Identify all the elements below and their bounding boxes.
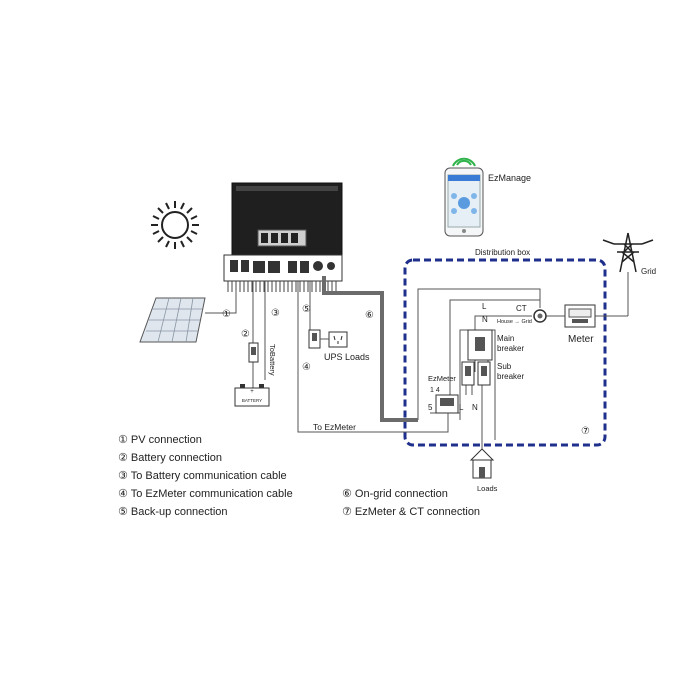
n-label-bottom: N	[472, 403, 478, 412]
house-loads-icon	[469, 448, 495, 479]
ezmeter-comm-cable	[297, 281, 449, 433]
grid-label: Grid	[641, 267, 656, 276]
pv-panel-icon	[139, 297, 206, 343]
battery-label: BATTERY	[242, 398, 262, 403]
marker-5: ⑤	[302, 304, 311, 315]
inverter	[223, 182, 343, 292]
ezmanage-phone-icon	[444, 157, 484, 237]
to-battery-label: ToBattery	[268, 344, 277, 376]
house-to-grid-label: House → Grid	[497, 319, 532, 325]
sub-breaker-label-line2: breaker	[497, 372, 524, 381]
meter	[564, 304, 596, 328]
legend-item-ezmeter-comm: ④ To EzMeter communication cable	[118, 488, 293, 500]
sub-breaker	[477, 361, 491, 386]
ezmeter-label: EzMeter	[428, 374, 456, 383]
marker-1: ①	[222, 309, 231, 320]
to-ezmeter-label: To EzMeter	[313, 422, 356, 432]
pv-cable	[205, 290, 237, 314]
sub-breaker-label-line1: Sub	[497, 362, 512, 371]
ezmeter-breaker	[461, 361, 475, 386]
ups-loads-label: UPS Loads	[324, 352, 370, 362]
legend-item-battery: ② Battery connection	[118, 452, 223, 464]
app-name-label: EzManage	[488, 173, 531, 183]
legend-left: ① PV connection ② Battery connection ③ T…	[118, 431, 293, 521]
main-breaker-label-line1: Main	[497, 334, 514, 343]
l-label-bottom: L	[459, 403, 464, 412]
grid-tower-icon	[602, 232, 654, 273]
legend-item-pv: ① PV connection	[118, 434, 202, 446]
legend-item-backup: ⑤ Back-up connection	[118, 506, 228, 518]
marker-6: ⑥	[365, 310, 374, 321]
ups-outlet-icon	[328, 331, 348, 348]
marker-2: ②	[241, 329, 250, 340]
loads-label: Loads	[477, 484, 498, 493]
battery-breaker	[248, 342, 259, 363]
distribution-box-border	[403, 258, 607, 447]
legend-item-battery-comm: ③ To Battery communication cable	[118, 470, 287, 482]
ezmeter-device	[435, 394, 459, 414]
meter-label: Meter	[568, 334, 594, 345]
sun-icon	[151, 201, 199, 249]
ups-breaker	[308, 329, 321, 349]
battery-plus-label: +	[250, 389, 254, 395]
main-breaker-label-line2: breaker	[497, 344, 524, 353]
marker-4: ④	[302, 362, 311, 373]
distribution-box-label: Distribution box	[475, 248, 530, 257]
legend-item-ezmeter-ct: ⑦ EzMeter & CT connection	[342, 506, 481, 518]
terminal-5-label: 5	[428, 403, 433, 412]
ct-label: CT	[516, 304, 527, 313]
marker-7: ⑦	[581, 426, 590, 437]
legend-item-on-grid: ⑥ On-grid connection	[342, 488, 448, 500]
battery-icon	[234, 384, 270, 407]
marker-3: ③	[271, 308, 280, 319]
on-grid-cable	[322, 276, 418, 422]
internal-wiring	[417, 272, 629, 470]
n-label-top: N	[482, 315, 488, 324]
ct-sensor-core	[537, 313, 543, 319]
l-label-top: L	[482, 302, 487, 311]
legend-right: ⑥ On-grid connection ⑦ EzMeter & CT conn…	[342, 485, 480, 521]
main-breaker	[467, 329, 493, 361]
ezmeter-terminal-label: 1 4	[430, 387, 440, 394]
